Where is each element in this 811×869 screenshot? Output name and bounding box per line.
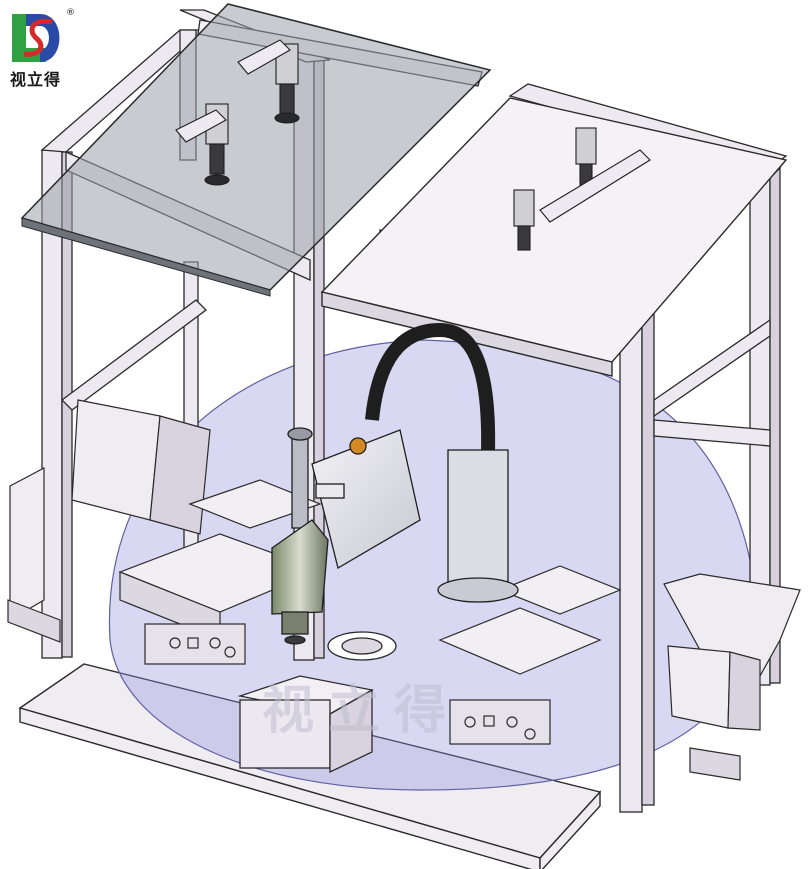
left-camera-assembly: [175, 39, 300, 186]
left-tray-station: [118, 479, 322, 665]
left-feeder-unit: [7, 399, 211, 643]
registered-mark: ®: [66, 8, 75, 18]
robot-work-envelope: [108, 339, 761, 791]
right-camera-assembly: [513, 127, 651, 251]
right-tray-station: [438, 565, 622, 745]
watermark-text: 视立得: [262, 681, 461, 741]
left-glass-panel: [20, 3, 492, 297]
brand-logo: [12, 14, 60, 62]
center-feeder-chute: [237, 631, 397, 774]
scara-robot: [271, 322, 519, 645]
brand-name: 视立得: [10, 70, 62, 89]
right-feeder-unit: [663, 573, 801, 781]
